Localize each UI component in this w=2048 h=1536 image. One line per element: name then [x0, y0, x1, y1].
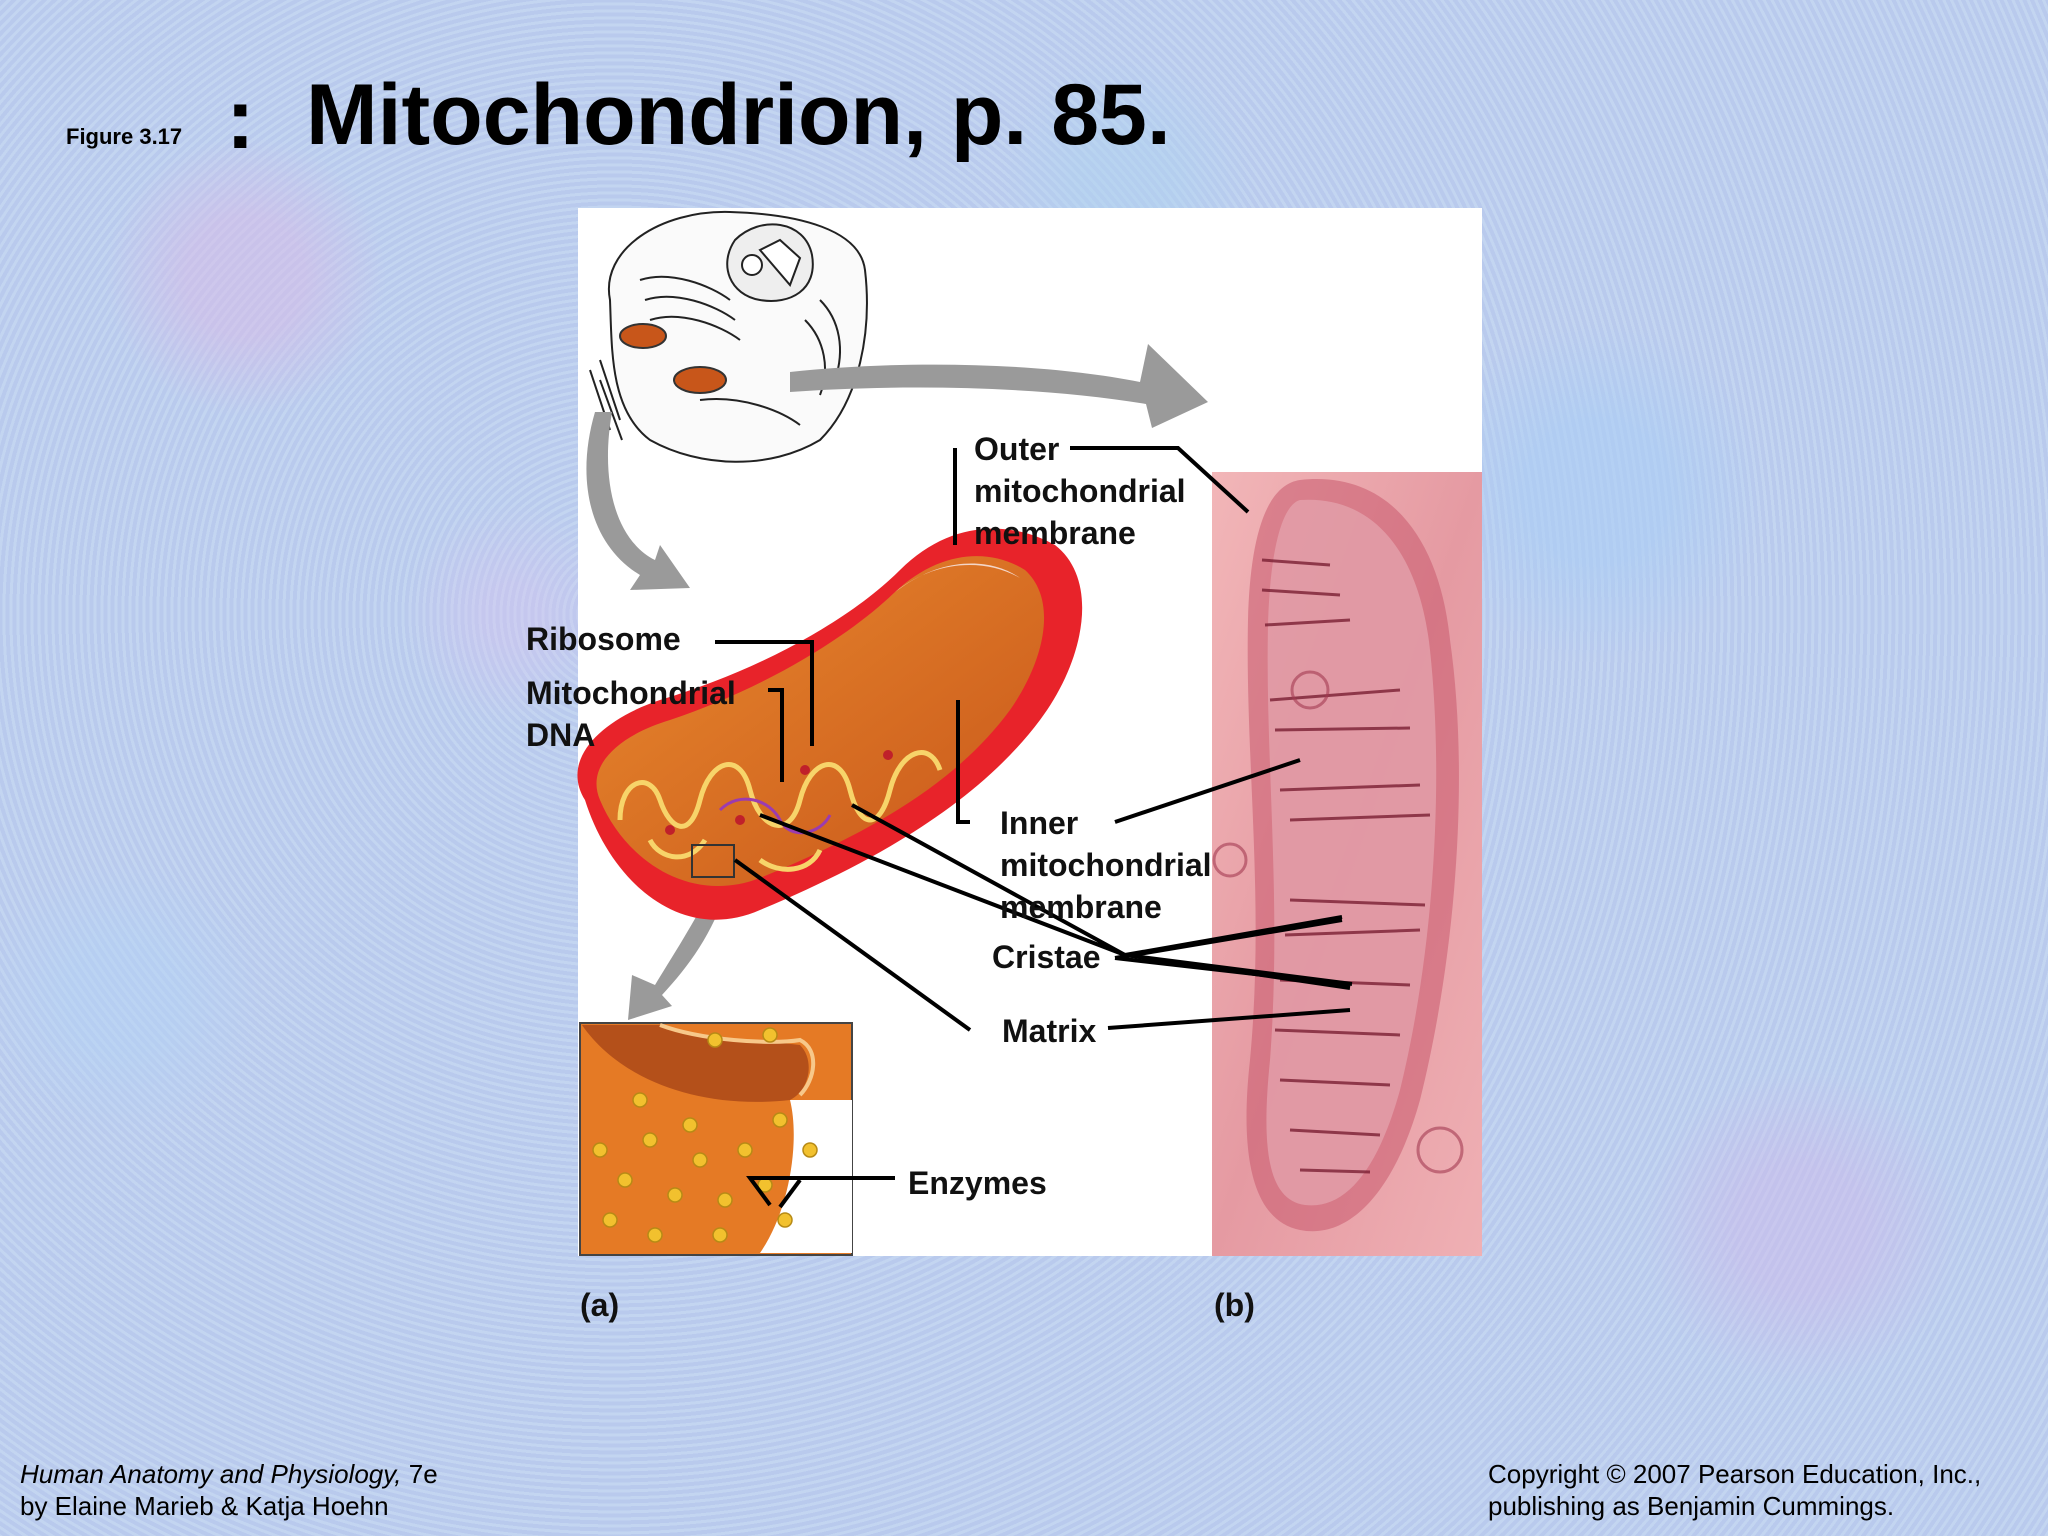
panel-label-b: (b)	[1214, 1287, 1255, 1323]
title-colon: :	[226, 71, 255, 167]
enzymes-inset	[579, 1022, 853, 1256]
label-enzymes: Enzymes	[908, 1165, 1047, 1201]
book-authors: by Elaine Marieb & Katja Hoehn	[20, 1491, 389, 1521]
leader-lines	[715, 446, 1353, 1209]
label-ribosome: Ribosome	[526, 621, 681, 657]
label-mitochondrial-dna-2: DNA	[526, 717, 595, 753]
arrow-to-micrograph	[790, 344, 1208, 428]
panel-label-a: (a)	[580, 1287, 619, 1323]
label-cristae: Cristae	[992, 939, 1101, 975]
label-matrix: Matrix	[1002, 1013, 1096, 1049]
label-outer-membrane-2: mitochondrial	[974, 473, 1186, 509]
zoom-box	[691, 844, 735, 878]
arrow-to-mitochondrion	[586, 412, 690, 590]
figure-label: Figure 3.17	[66, 124, 183, 149]
label-outer-membrane-1: Outer	[974, 431, 1059, 467]
diagram-labels: Outer mitochondrial membrane Ribosome Mi…	[526, 431, 1255, 1323]
mitochondrion-illustration	[577, 528, 1083, 920]
footer-copyright: Copyright © 2007 Pearson Education, Inc.…	[1488, 1458, 1981, 1522]
label-mitochondrial-dna-1: Mitochondrial	[526, 675, 736, 711]
cell-sketch	[589, 210, 868, 463]
label-inner-membrane-3: membrane	[1000, 889, 1162, 925]
copyright-line-2: publishing as Benjamin Cummings.	[1488, 1491, 1895, 1521]
footer-book-info: Human Anatomy and Physiology, 7e by Elai…	[20, 1458, 438, 1522]
book-edition: 7e	[401, 1459, 438, 1489]
micrograph-image	[1212, 472, 1482, 1256]
label-inner-membrane-1: Inner	[1000, 805, 1078, 841]
book-title: Human Anatomy and Physiology,	[20, 1459, 402, 1489]
copyright-line-1: Copyright © 2007 Pearson Education, Inc.…	[1488, 1459, 1982, 1489]
label-inner-membrane-2: mitochondrial	[1000, 847, 1212, 883]
page-title: Mitochondrion, p. 85.	[306, 67, 1171, 163]
label-outer-membrane-3: membrane	[974, 515, 1136, 551]
